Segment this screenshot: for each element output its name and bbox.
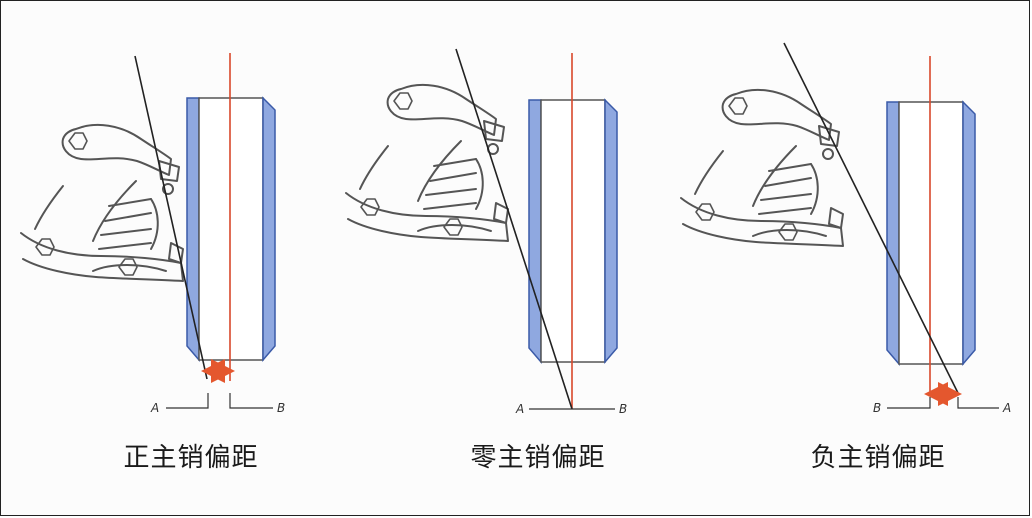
- label-b: B: [619, 402, 627, 416]
- label-a: A: [150, 401, 159, 415]
- panel-positive: A B: [20, 53, 285, 415]
- label-a: A: [515, 402, 524, 416]
- panel-zero: A B: [345, 48, 627, 416]
- caption-zero-scrub: 零主销偏距: [470, 443, 606, 473]
- label-a: A: [1002, 401, 1011, 415]
- panel-negative: B A: [680, 42, 1011, 415]
- caption-negative-scrub: 负主销偏距: [810, 443, 946, 473]
- kingpin-axis-line: [134, 55, 208, 380]
- kingpin-axis-line: [783, 42, 959, 394]
- label-b: B: [873, 401, 881, 415]
- kingpin-axis-line: [455, 48, 573, 410]
- caption-positive-scrub: 正主销偏距: [123, 443, 259, 473]
- label-b: B: [277, 401, 285, 415]
